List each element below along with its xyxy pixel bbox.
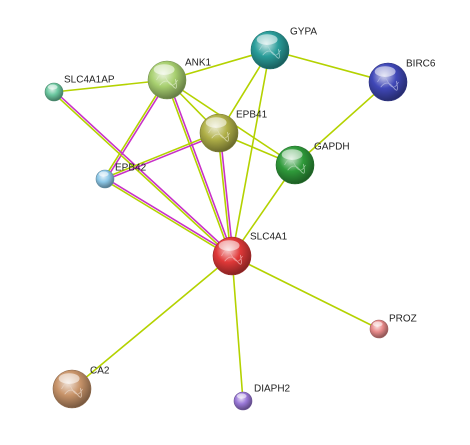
nodes-layer <box>44 30 408 411</box>
node-label-ank1: ANK1 <box>185 58 212 69</box>
protein-structure-icon <box>377 76 399 91</box>
node-label-birc6: BIRC6 <box>406 59 436 70</box>
node-slc4a1[interactable] <box>212 236 252 276</box>
edge-line-text <box>103 78 167 180</box>
node-highlight <box>218 240 240 251</box>
node-highlight <box>58 373 80 384</box>
node-highlight <box>205 117 227 128</box>
edge-line-text <box>165 79 232 258</box>
node-highlight <box>256 34 278 45</box>
node-label-proz: PROZ <box>389 314 417 325</box>
edge-epb41-epb42 <box>103 131 221 181</box>
protein-structure-icon <box>259 44 281 59</box>
node-label-gapdh: GAPDH <box>314 142 350 153</box>
protein-structure-icon <box>208 127 230 142</box>
edge-gypa-slc4a1 <box>231 49 271 257</box>
node-diaph2[interactable] <box>233 391 253 411</box>
node-ank1[interactable] <box>147 60 187 100</box>
edge-line-text <box>71 255 233 390</box>
node-highlight <box>236 393 247 399</box>
node-highlight <box>281 149 303 160</box>
node-highlight <box>374 66 396 77</box>
node-highlight <box>47 84 58 90</box>
edge-line-text <box>52 92 233 258</box>
edge-gypa-birc6 <box>269 49 389 83</box>
protein-structure-icon <box>221 250 243 265</box>
node-birc6[interactable] <box>368 62 408 102</box>
edges-layer <box>52 49 389 402</box>
edge-slc4a1-ca2 <box>71 255 233 390</box>
node-label-gypa: GYPA <box>290 27 317 38</box>
edge-ank1-slc4a1 <box>165 78 234 258</box>
node-label-slc4a1ap: SLC4A1AP <box>64 75 115 86</box>
edge-line-experiment <box>167 78 234 257</box>
edge-line-experiment <box>104 133 221 181</box>
protein-structure-icon <box>284 159 306 174</box>
edge-line-text <box>217 132 232 257</box>
protein-structure-icon <box>61 383 83 398</box>
edge-line-experiment <box>105 79 169 181</box>
node-label-epb41: EPB41 <box>236 110 268 121</box>
node-slc4a1ap[interactable] <box>44 82 64 102</box>
edge-line-experiment <box>104 177 234 256</box>
node-gypa[interactable] <box>250 30 290 70</box>
edge-line-experiment <box>53 90 234 256</box>
edge-line-experiment <box>219 132 234 257</box>
node-label-ca2: CA2 <box>90 366 110 377</box>
edge-epb41-slc4a1 <box>217 132 234 257</box>
node-epb42[interactable] <box>95 169 115 189</box>
edge-line-text <box>103 179 233 258</box>
node-ca2[interactable] <box>52 369 92 409</box>
edge-slc4a1-diaph2 <box>231 255 244 402</box>
node-epb41[interactable] <box>199 113 239 153</box>
edge-ank1-epb42 <box>103 78 169 181</box>
edge-line-text <box>294 81 389 166</box>
edge-line-text <box>231 49 271 257</box>
node-gapdh[interactable] <box>275 145 315 185</box>
node-label-epb42: EPB42 <box>115 163 147 174</box>
protein-structure-icon <box>156 74 178 89</box>
edge-epb42-slc4a1 <box>103 177 234 258</box>
edge-line-text <box>103 131 220 179</box>
edge-line-text <box>269 49 389 83</box>
node-highlight <box>372 321 383 327</box>
node-highlight <box>153 64 175 75</box>
edge-line-text <box>231 255 244 402</box>
edge-line-text <box>231 255 380 330</box>
edge-birc6-gapdh <box>294 81 389 166</box>
node-proz[interactable] <box>369 319 389 339</box>
node-highlight <box>98 171 109 177</box>
edge-slc4a1-proz <box>231 255 380 330</box>
edge-slc4a1ap-slc4a1 <box>52 90 234 258</box>
node-label-slc4a1: SLC4A1 <box>250 232 288 243</box>
node-label-diaph2: DIAPH2 <box>254 384 291 395</box>
